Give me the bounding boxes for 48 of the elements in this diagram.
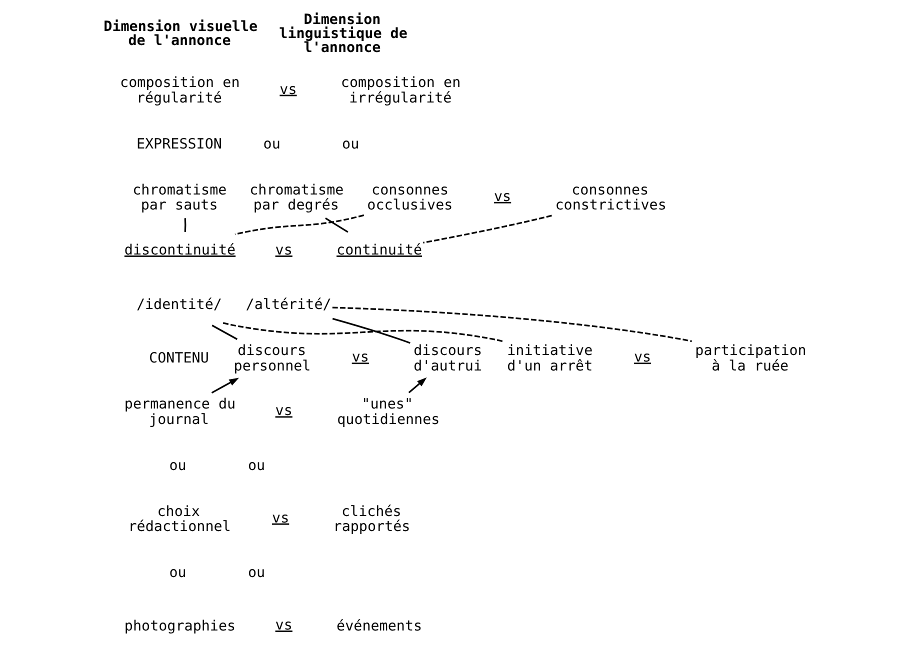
label: EXPRESSION <box>136 136 222 152</box>
label: vs <box>494 188 511 205</box>
connector <box>332 306 692 342</box>
arrow <box>210 378 239 394</box>
label: vs <box>279 82 296 98</box>
connector <box>184 218 186 232</box>
node-text: initiative d'un arrêt <box>506 343 592 374</box>
label: événements <box>336 618 422 635</box>
label: CONTENU <box>148 350 208 367</box>
node-text: "unes" quotidiennes <box>336 396 440 428</box>
node-text: permanence du journal <box>124 396 236 428</box>
label: photographies <box>124 618 236 635</box>
node-text: /altérité/ <box>245 297 331 314</box>
label: ou <box>168 458 186 474</box>
connector <box>422 214 552 244</box>
node-text: participation à la ruée <box>694 343 806 374</box>
label: composition en régularité <box>120 75 240 107</box>
node-text: discours personnel <box>233 343 310 374</box>
label: clichés rapportés <box>332 504 410 536</box>
connector <box>332 318 410 344</box>
label: vs <box>274 618 292 634</box>
node-text: discours d'autrui <box>413 343 482 374</box>
connector <box>324 218 348 233</box>
label: ou <box>168 565 186 582</box>
label: composition en irrégularité <box>340 75 460 107</box>
label: Dimension visuelle de l'annonce <box>103 18 258 50</box>
label: vs <box>274 242 292 258</box>
label: ou <box>262 136 280 152</box>
label: ou <box>247 458 265 474</box>
connector <box>211 324 238 340</box>
node-text: /identité/ <box>136 297 222 314</box>
label: ou <box>247 565 265 582</box>
label: choix rédactionnel <box>128 504 230 536</box>
node-text: chromatisme par degrés <box>249 182 344 214</box>
label: vs <box>351 350 368 366</box>
label: vs <box>272 510 289 526</box>
node-text: consonnes constrictives <box>554 182 666 214</box>
node-text: discontinuité <box>124 242 236 258</box>
node-text: chromatisme par sauts <box>132 182 226 214</box>
label: vs <box>274 403 292 420</box>
connector <box>222 322 504 342</box>
node-text: consonnes occlusives <box>366 182 452 214</box>
connector <box>234 214 364 236</box>
label: Dimension linguistique de l'annonce <box>278 12 407 56</box>
label: ou <box>342 136 359 152</box>
label: vs <box>633 350 651 366</box>
arrow <box>408 377 426 394</box>
node-text: continuité <box>336 242 422 258</box>
